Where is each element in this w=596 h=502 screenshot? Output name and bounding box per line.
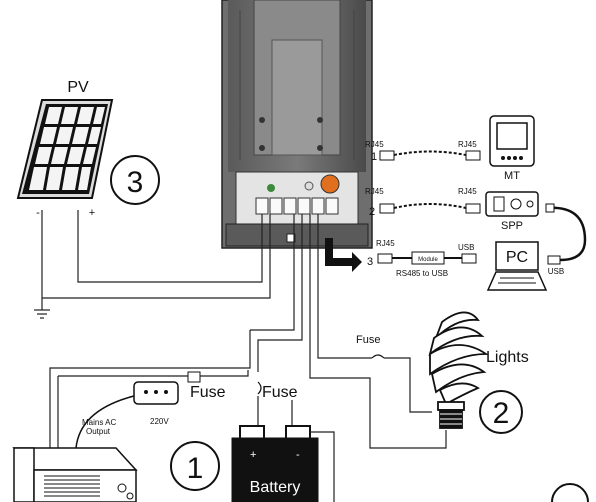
cable-3-right-label: USB bbox=[458, 243, 474, 252]
pv-minus-label: - bbox=[36, 207, 40, 219]
battery-number-circle bbox=[170, 441, 220, 491]
load-wires bbox=[309, 214, 447, 449]
fuse-b-label: Fuse bbox=[262, 384, 298, 401]
cable-2-left-label: RJ45 bbox=[365, 187, 384, 196]
comm-cables: RJ45 RJ45 1 RJ45 RJ45 2 RJ45 USB 3 Modul… bbox=[365, 140, 481, 278]
solar-charge-controller bbox=[221, 0, 373, 249]
pc-laptop bbox=[486, 241, 548, 291]
lights-number: 2 bbox=[493, 397, 510, 430]
lights-number-circle bbox=[479, 390, 523, 434]
rs485-caption: RS485 to USB bbox=[396, 269, 448, 278]
cable-3-number: 3 bbox=[367, 256, 373, 268]
pc-usb-label: USB bbox=[548, 267, 564, 276]
cable-1-number: 1 bbox=[371, 151, 377, 163]
pv-wires bbox=[34, 210, 271, 319]
lights-label: Lights bbox=[486, 349, 529, 366]
battery-minus: - bbox=[296, 449, 300, 461]
battery-label: Battery bbox=[250, 479, 301, 496]
module-label: Module bbox=[418, 257, 438, 263]
voltage-label: 220V bbox=[150, 417, 169, 426]
mt-label: MT bbox=[504, 170, 520, 182]
battery-plus: + bbox=[250, 449, 256, 461]
cable-2-right-label: RJ45 bbox=[458, 187, 477, 196]
fuse-a-icon bbox=[187, 371, 201, 383]
battery-number: 1 bbox=[187, 452, 204, 485]
power-socket bbox=[133, 381, 179, 405]
inverter bbox=[12, 447, 138, 502]
fuse-b-icon bbox=[257, 381, 262, 395]
pv-plus-label: + bbox=[89, 207, 95, 219]
pv-number: 3 bbox=[127, 166, 144, 199]
mains-label-1: Mains AC bbox=[82, 418, 116, 427]
mt-remote-meter bbox=[489, 115, 535, 167]
light-fuse-icon bbox=[371, 354, 385, 359]
light-fuse-label: Fuse bbox=[356, 334, 380, 346]
partial-number-circle bbox=[551, 483, 589, 502]
pc-label: PC bbox=[506, 249, 528, 266]
battery-wires bbox=[49, 214, 303, 450]
spp-label: SPP bbox=[501, 220, 523, 232]
pv-number-circle bbox=[110, 155, 160, 205]
battery bbox=[231, 425, 319, 502]
button-icon bbox=[320, 174, 340, 194]
pv-panel bbox=[16, 99, 114, 199]
fuse-a-label: Fuse bbox=[190, 384, 226, 401]
spp-usb-cable bbox=[545, 206, 587, 262]
spp-device bbox=[485, 191, 539, 217]
mains-label-2: Output bbox=[86, 427, 111, 436]
cable-1-right-label: RJ45 bbox=[458, 140, 477, 149]
arrow-icon bbox=[325, 238, 362, 272]
mains-cable bbox=[75, 395, 135, 449]
cfl-bulb bbox=[428, 311, 489, 429]
cable-3-left-label: RJ45 bbox=[376, 239, 395, 248]
cable-1-left-label: RJ45 bbox=[365, 140, 384, 149]
terminal-block bbox=[255, 197, 339, 215]
status-led-icon bbox=[267, 184, 275, 192]
pv-title: PV bbox=[67, 79, 89, 96]
cable-2-number: 2 bbox=[369, 206, 375, 218]
